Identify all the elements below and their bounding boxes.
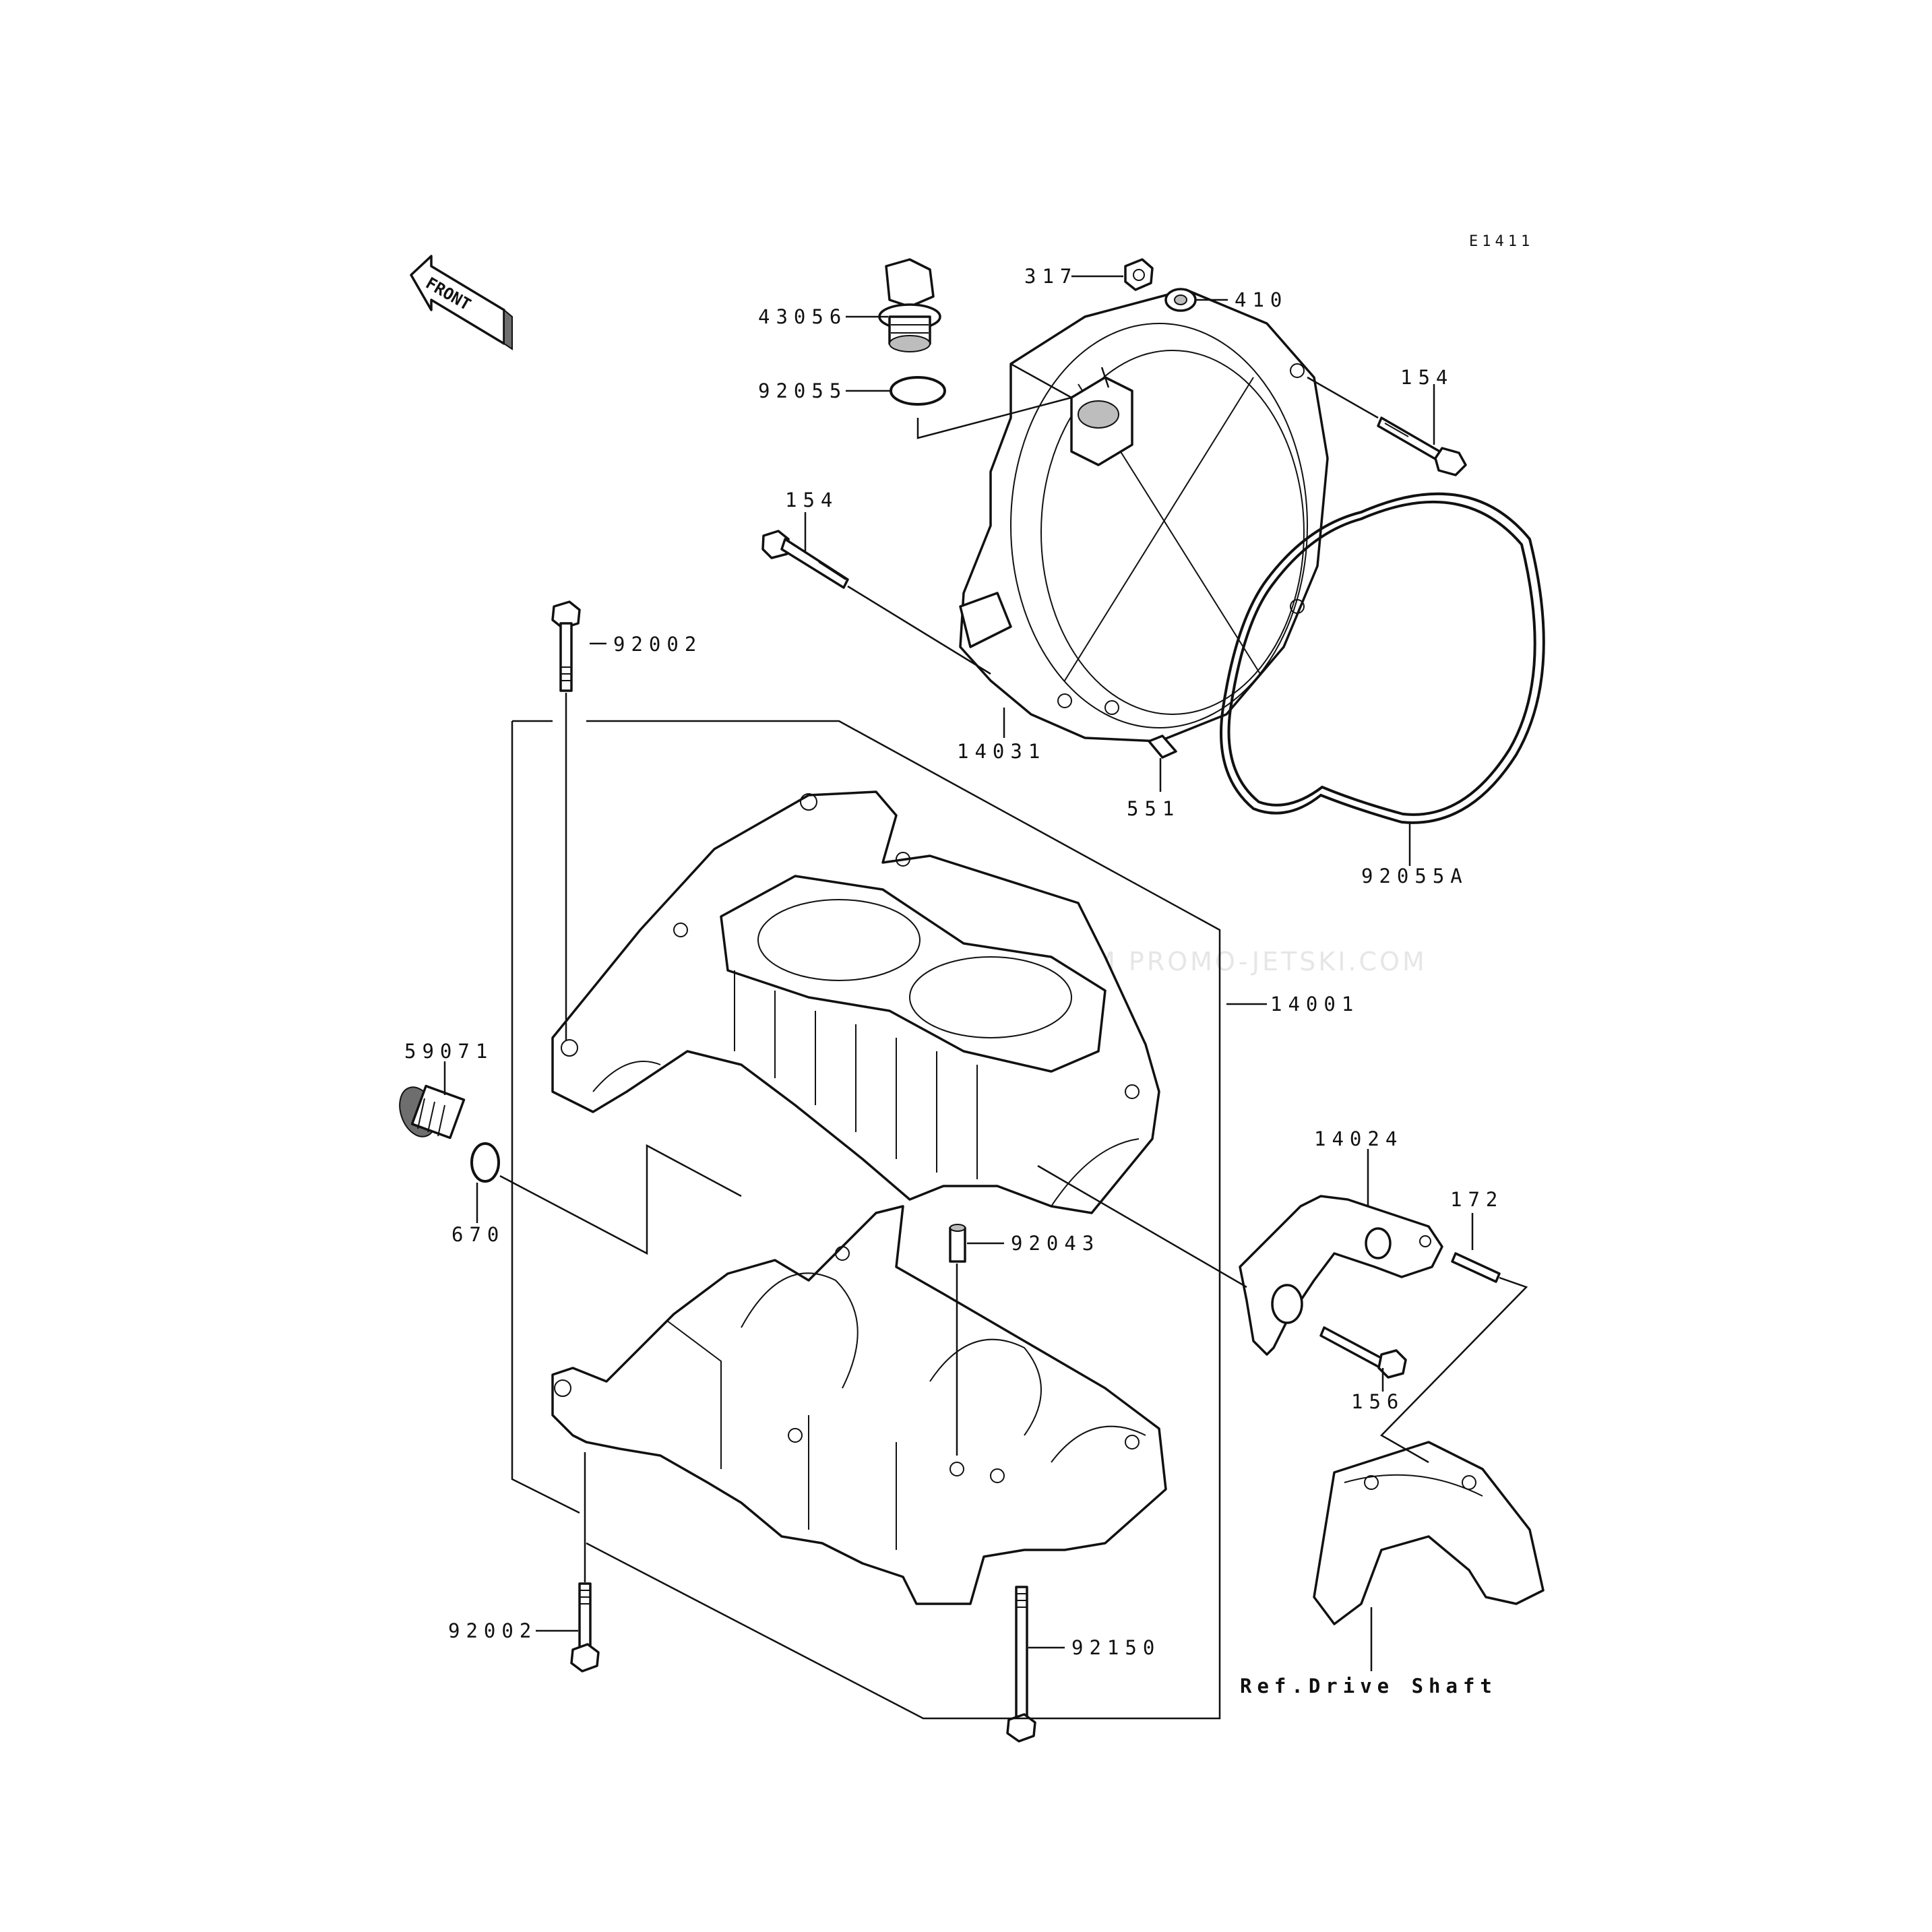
label-92055: 92055 (758, 379, 847, 402)
plug-43056 (878, 258, 941, 352)
nut-317 (1124, 258, 1154, 291)
label-ref-drive-shaft: Ref.Drive Shaft (1240, 1675, 1497, 1697)
bolt-156 (1319, 1326, 1407, 1379)
crankcase-cover-14031 (959, 288, 1329, 743)
label-172: 172 (1450, 1188, 1503, 1211)
crankcase-upper-14001 (551, 790, 1160, 1214)
washer-410 (1164, 288, 1197, 312)
label-92002-bottom: 92002 (448, 1619, 537, 1642)
drive-shaft-cover (1313, 1441, 1545, 1625)
drawing-code: E1411 (1469, 233, 1534, 250)
label-92043: 92043 (1011, 1232, 1100, 1255)
label-59071: 59071 (404, 1040, 493, 1063)
dowel-551 (1148, 735, 1177, 759)
label-14024: 14024 (1314, 1127, 1403, 1150)
label-14031: 14031 (957, 740, 1046, 763)
label-92002-top: 92002 (613, 633, 702, 656)
label-670: 670 (451, 1223, 505, 1246)
label-154-left: 154 (785, 489, 838, 511)
bolt-154-right (1377, 416, 1467, 476)
part-labels: 317 410 43056 92055 154 154 92002 14031 … (404, 265, 1503, 1697)
stud-92150 (1006, 1586, 1036, 1743)
label-43056: 43056 (758, 305, 847, 328)
front-arrow-icon: FRONT (410, 255, 513, 350)
label-410: 410 (1235, 288, 1288, 311)
leader-lines (443, 275, 1528, 1720)
sleeve-92043 (949, 1224, 966, 1263)
label-317: 317 (1024, 265, 1078, 288)
label-551: 551 (1127, 797, 1180, 820)
bracket-14024 (1239, 1195, 1443, 1356)
stud-172 (1451, 1252, 1501, 1283)
bolt-92002-top (551, 600, 581, 692)
label-154-top: 154 (1400, 366, 1454, 389)
crankcase-lower (551, 1205, 1167, 1605)
label-92150: 92150 (1071, 1636, 1160, 1659)
label-14001: 14001 (1270, 993, 1359, 1016)
label-156: 156 (1351, 1390, 1404, 1413)
label-92055A: 92055A (1361, 865, 1468, 887)
bolt-92002-bottom (570, 1582, 600, 1673)
gasket-92055A (1220, 492, 1545, 824)
oring-670 (470, 1142, 500, 1183)
oring-92055 (890, 376, 946, 406)
plug-59071 (399, 1084, 466, 1140)
bolt-154-left (761, 530, 849, 589)
